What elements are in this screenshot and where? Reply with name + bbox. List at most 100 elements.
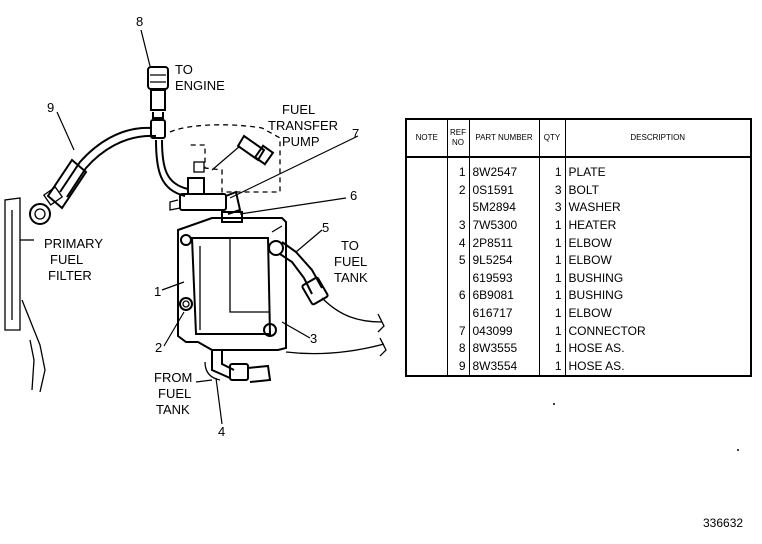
callout-4: 4 (218, 424, 225, 439)
cell-note (407, 287, 448, 305)
label-to-engine-2: ENGINE (175, 78, 225, 93)
cell-part: 7W5300 (469, 216, 540, 235)
cell-desc: BOLT (568, 182, 599, 197)
elbow-5-drawing (268, 240, 387, 357)
cell-qty: 1 (539, 216, 566, 235)
callout-7: 7 (352, 126, 359, 141)
figure-number: 336632 (703, 516, 744, 530)
label-to-fuel-tank-2: FUEL (334, 254, 367, 269)
cell-desc: HOSE AS. (568, 341, 625, 356)
cell-desc: BUSHING (568, 270, 624, 285)
cell-qty: 1 (539, 157, 566, 182)
cell-qty: 1 (539, 251, 566, 270)
cell-desc: ELBOW (568, 235, 612, 250)
cell-desc: HEATER (568, 218, 617, 233)
label-primary-filter-2: FUEL (50, 252, 83, 267)
cell-ref: 5 (447, 251, 470, 270)
header-note: NOTE (407, 120, 448, 158)
cell-part: 8W3555 (469, 339, 540, 358)
cell-part: 619593 (469, 269, 540, 288)
cell-note (407, 304, 448, 323)
cell-qty: 1 (539, 304, 566, 323)
table-row: 5M2894 3 WASHER (407, 199, 750, 217)
cell-desc: BUSHING (568, 288, 624, 303)
fuel-transfer-pump-drawing (169, 124, 281, 193)
fuel-heater-drawing (177, 217, 287, 351)
parts-table: NOTE REF NO PART NUMBER QTY DESCRIPTION … (405, 118, 752, 378)
cell-ref: 6 (447, 287, 470, 305)
header-description: DESCRIPTION (565, 120, 750, 158)
cell-desc: HOSE AS. (568, 358, 625, 373)
cell-desc: CONNECTOR (568, 323, 646, 338)
label-from-fuel-tank-3: TANK (156, 402, 190, 417)
callout-1: 1 (154, 284, 161, 299)
table-row: 619593 1 BUSHING (407, 269, 750, 288)
cell-part: 616717 (469, 304, 540, 323)
cell-qty: 3 (539, 181, 566, 200)
cell-part: 2P8511 (469, 234, 540, 252)
table-row: 7 043099 1 CONNECTOR (407, 322, 750, 340)
cell-ref (447, 269, 470, 288)
cell-ref (447, 304, 470, 323)
hose-8-drawing (147, 66, 189, 197)
table-row: 6 6B9081 1 BUSHING (407, 287, 750, 305)
cell-desc: ELBOW (568, 253, 612, 268)
table-row: 8 8W3555 1 HOSE AS. (407, 339, 750, 358)
cell-note (407, 216, 448, 235)
cell-part: 6B9081 (469, 287, 540, 305)
label-pump-1: FUEL (282, 102, 315, 117)
cell-qty: 1 (539, 339, 566, 358)
table-row: 3 7W5300 1 HEATER (407, 216, 750, 235)
cell-ref: 4 (447, 234, 470, 252)
cell-note (407, 251, 448, 270)
cell-note (407, 234, 448, 252)
cell-ref: 3 (447, 216, 470, 235)
cell-qty: 1 (539, 234, 566, 252)
cell-qty: 1 (539, 322, 566, 340)
cell-desc: PLATE (568, 165, 606, 180)
cell-note (407, 269, 448, 288)
cell-note (407, 357, 448, 376)
callout-5: 5 (322, 220, 329, 235)
label-pump-3: PUMP (282, 134, 320, 149)
cell-ref: 8 (447, 339, 470, 358)
label-primary-filter-3: FILTER (48, 268, 92, 283)
cell-ref: 7 (447, 322, 470, 340)
label-pump-2: TRANSFER (268, 118, 338, 133)
cell-ref: 1 (447, 157, 470, 182)
hose-9-drawing (42, 126, 157, 210)
cell-note (407, 181, 448, 200)
table-row: 4 2P8511 1 ELBOW (407, 234, 750, 252)
cell-note (407, 199, 448, 217)
cell-part: 043099 (469, 322, 540, 340)
label-to-engine-1: TO (175, 62, 193, 77)
cell-qty: 1 (539, 269, 566, 288)
callout-8: 8 (136, 14, 143, 29)
label-primary-filter-1: PRIMARY (44, 236, 103, 251)
label-from-fuel-tank-2: FUEL (158, 386, 191, 401)
table-row: 9 8W3554 1 HOSE AS. (407, 357, 750, 376)
cell-desc: ELBOW (568, 306, 612, 321)
cell-qty: 1 (539, 357, 566, 376)
table-row: 616717 1 ELBOW (407, 304, 750, 323)
table-row: 5 9L5254 1 ELBOW (407, 251, 750, 270)
cell-note (407, 339, 448, 358)
label-to-fuel-tank-1: TO (341, 238, 359, 253)
cell-part: 8W2547 (469, 157, 540, 182)
cell-part: 8W3554 (469, 357, 540, 376)
cell-note (407, 157, 448, 182)
leader-lines (56, 29, 359, 425)
cell-qty: 3 (539, 199, 566, 217)
table-header-row: NOTE REF NO PART NUMBER QTY DESCRIPTION (407, 120, 750, 158)
label-to-fuel-tank-3: TANK (334, 270, 368, 285)
table-row: 1 8W2547 1 PLATE (407, 157, 750, 182)
cell-part: 0S1591 (469, 181, 540, 200)
cell-qty: 1 (539, 287, 566, 305)
cell-ref: 2 (447, 181, 470, 200)
cell-part: 9L5254 (469, 251, 540, 270)
cell-ref (447, 199, 470, 217)
label-from-fuel-tank-1: FROM (154, 370, 192, 385)
table-row: 2 0S1591 3 BOLT (407, 181, 750, 200)
header-qty: QTY (539, 120, 566, 158)
